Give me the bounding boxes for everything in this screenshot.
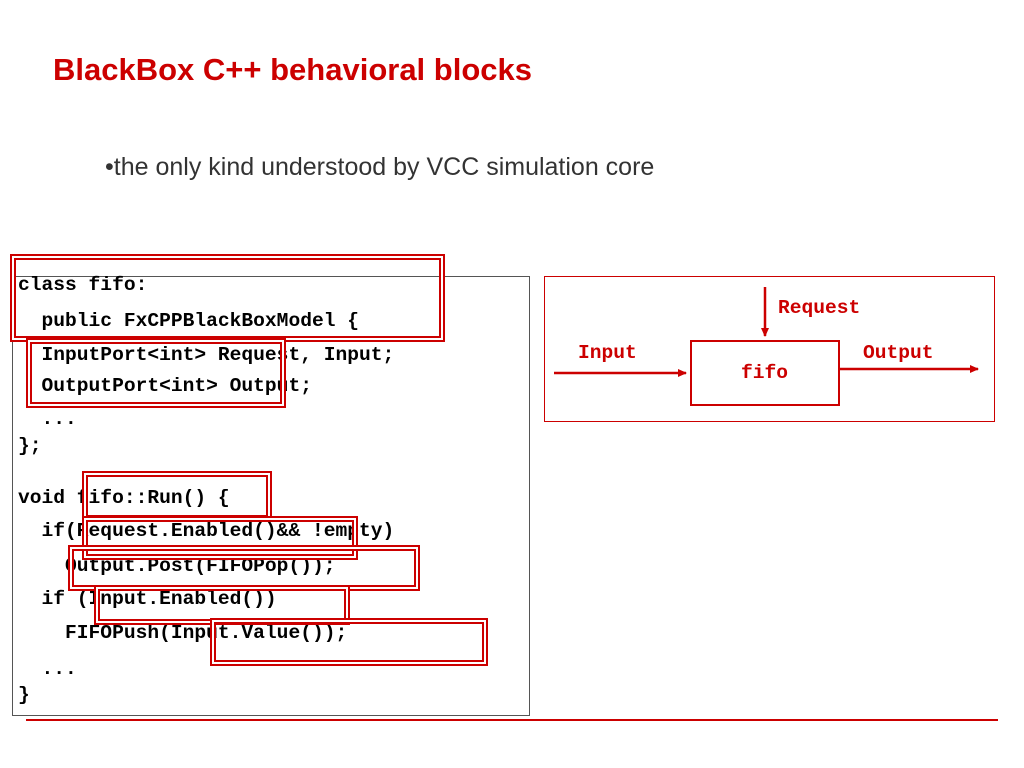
code-line-output-port: OutputPort<int> Output; (18, 375, 312, 397)
code-line-class-end: }; (18, 435, 42, 457)
footer-divider (26, 719, 998, 721)
code-line-class-decl: class fifo: (18, 274, 148, 296)
request-port-label: Request (778, 297, 861, 319)
code-line-ellipsis-2: ... (18, 658, 77, 680)
bullet-point: •the only kind understood by VCC simulat… (105, 153, 655, 181)
code-line-run-end: } (18, 684, 30, 706)
slide-title: BlackBox C++ behavioral blocks (53, 52, 532, 87)
code-line-base-class: public FxCPPBlackBoxModel { (18, 310, 359, 332)
code-line-if-request: if(Request.Enabled()&& !empty) (18, 520, 395, 542)
code-line-run-decl: void fifo::Run() { (18, 487, 230, 509)
code-line-if-input: if (Input.Enabled()) (18, 588, 277, 610)
output-port-label: Output (863, 342, 934, 364)
code-line-output-post: Output.Post(FIFOPop()); (18, 555, 336, 577)
code-line-input-ports: InputPort<int> Request, Input; (18, 344, 395, 366)
fifo-block-label: fifo (741, 362, 789, 384)
block-diagram-frame (544, 276, 995, 422)
input-port-label: Input (578, 342, 637, 364)
fifo-block (690, 340, 840, 406)
code-line-fifo-push: FIFOPush(Input.Value()); (18, 622, 348, 644)
code-line-ellipsis-1: ... (18, 408, 77, 430)
